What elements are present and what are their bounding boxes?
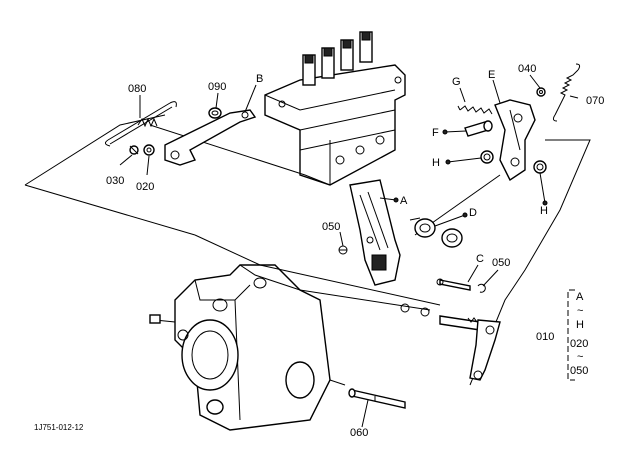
label-E: E <box>488 69 495 81</box>
label-H-left: H <box>432 157 440 169</box>
label-B: B <box>256 73 263 85</box>
spring-070 <box>552 63 581 122</box>
spring-080 <box>104 101 177 147</box>
bolt-F <box>464 120 493 137</box>
collar-H-right <box>533 160 547 174</box>
label-070: 070 <box>586 95 604 107</box>
washer-050-left <box>338 245 348 255</box>
leader-lines <box>119 74 579 428</box>
range-A: A <box>576 291 584 303</box>
range-bracket <box>567 289 575 381</box>
figure-code: 1J751-012-12 <box>34 423 84 432</box>
lever-E <box>494 99 536 182</box>
label-020: 020 <box>136 181 154 193</box>
shaft-060 <box>348 388 406 409</box>
label-H-right: H <box>540 205 548 217</box>
range-050: 050 <box>570 365 588 377</box>
collar-H-left <box>480 150 494 164</box>
part-labels: 080 090 B 030 020 G E 040 070 F H H A 05… <box>34 63 604 439</box>
range-tilde-1: ~ <box>577 305 583 317</box>
label-080: 080 <box>128 83 146 95</box>
pin-C <box>436 278 471 291</box>
label-050-left: 050 <box>322 221 340 233</box>
washer-020 <box>143 144 155 156</box>
range-H: H <box>576 319 584 331</box>
lever-B <box>164 109 257 166</box>
label-010: 010 <box>536 331 554 343</box>
label-040: 040 <box>518 63 536 75</box>
range-020: 020 <box>570 338 588 350</box>
label-C: C <box>476 253 484 265</box>
label-A: A <box>400 195 408 207</box>
injection-pump <box>264 31 406 186</box>
washer-030 <box>129 145 139 155</box>
label-F: F <box>432 127 439 139</box>
label-060: 060 <box>350 427 368 439</box>
shaft-lever-assembly <box>400 303 501 381</box>
washer-040 <box>536 87 546 97</box>
label-090: 090 <box>208 81 226 93</box>
gear-case <box>149 264 331 431</box>
callout-dots <box>393 129 548 218</box>
spring-G <box>457 105 493 115</box>
label-050-right: 050 <box>492 257 510 269</box>
range-tilde-2: ~ <box>577 351 583 363</box>
label-D: D <box>469 207 477 219</box>
pump-plungers <box>302 31 373 86</box>
label-030: 030 <box>106 175 124 187</box>
plate-A <box>349 179 401 286</box>
collars-D <box>409 217 463 248</box>
clip-050-right <box>477 283 486 293</box>
nut-090 <box>208 107 222 119</box>
label-G: G <box>452 76 461 88</box>
